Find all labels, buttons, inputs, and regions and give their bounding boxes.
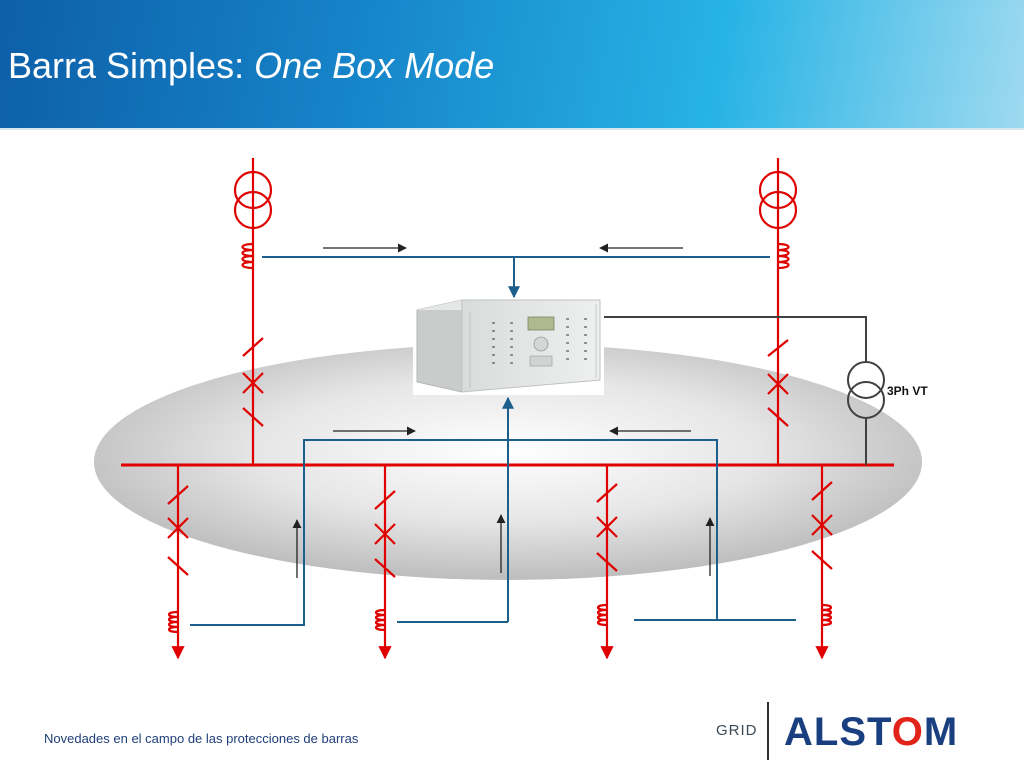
- circuit-breaker-icon: [167, 517, 189, 539]
- current-transformer-icon: [374, 608, 386, 632]
- current-transformer-icon: [241, 242, 254, 270]
- voltage-transformer-icon: [847, 361, 885, 419]
- title-plain: Barra Simples:: [8, 45, 255, 86]
- current-transformer-icon: [758, 170, 798, 230]
- disconnector-icon: [596, 552, 618, 572]
- disconnector-icon: [374, 558, 396, 578]
- incoming-feeder-right: [758, 158, 798, 466]
- disconnector-icon: [767, 339, 789, 357]
- outgoing-feeder-4: [811, 465, 833, 660]
- current-transformer-icon: [233, 170, 273, 230]
- disconnector-icon: [167, 485, 189, 505]
- outgoing-feeder-3: [596, 465, 618, 660]
- single-busbar-diagram: 3Ph VT: [94, 158, 928, 660]
- disconnector-icon: [596, 483, 618, 503]
- secondary-wiring: [190, 256, 796, 626]
- logo-text-o: O: [891, 710, 924, 754]
- circuit-breaker-icon: [242, 372, 264, 394]
- circuit-breaker-icon: [596, 516, 618, 538]
- current-transformer-icon: [821, 603, 833, 627]
- circuit-breaker-icon: [374, 523, 396, 545]
- circuit-breaker-icon: [767, 373, 789, 395]
- incoming-feeder-left: [233, 158, 273, 466]
- current-transformer-icon: [596, 603, 608, 627]
- vt-wiring: [604, 316, 867, 465]
- flow-arrows: [292, 243, 715, 578]
- disconnector-icon: [811, 481, 833, 501]
- disconnector-icon: [167, 556, 189, 576]
- page-title: Barra Simples: One Box Mode: [8, 44, 494, 88]
- disconnector-icon: [242, 407, 264, 427]
- logo-text-start: ALST: [784, 710, 892, 754]
- disconnector-icon: [374, 490, 396, 510]
- disconnector-icon: [767, 407, 789, 427]
- current-transformer-icon: [167, 610, 179, 634]
- grid-label: GRID: [716, 722, 758, 739]
- protection-relay-icon: [413, 298, 604, 395]
- disconnector-icon: [811, 550, 833, 570]
- current-transformer-icon: [777, 242, 790, 270]
- title-italic: One Box Mode: [254, 45, 495, 86]
- circuit-breaker-icon: [811, 514, 833, 536]
- footer-note: Novedades en el campo de las proteccione…: [44, 731, 359, 746]
- alstom-logo: ALSTOM: [784, 710, 958, 755]
- logo-divider: [767, 702, 769, 760]
- disconnector-icon: [242, 337, 264, 357]
- header-banner: Barra Simples: One Box Mode: [0, 0, 1024, 130]
- logo-text-end: M: [923, 710, 959, 754]
- outgoing-feeder-2: [374, 465, 396, 660]
- outgoing-feeder-1: [167, 465, 189, 660]
- vt-label: 3Ph VT: [887, 384, 928, 398]
